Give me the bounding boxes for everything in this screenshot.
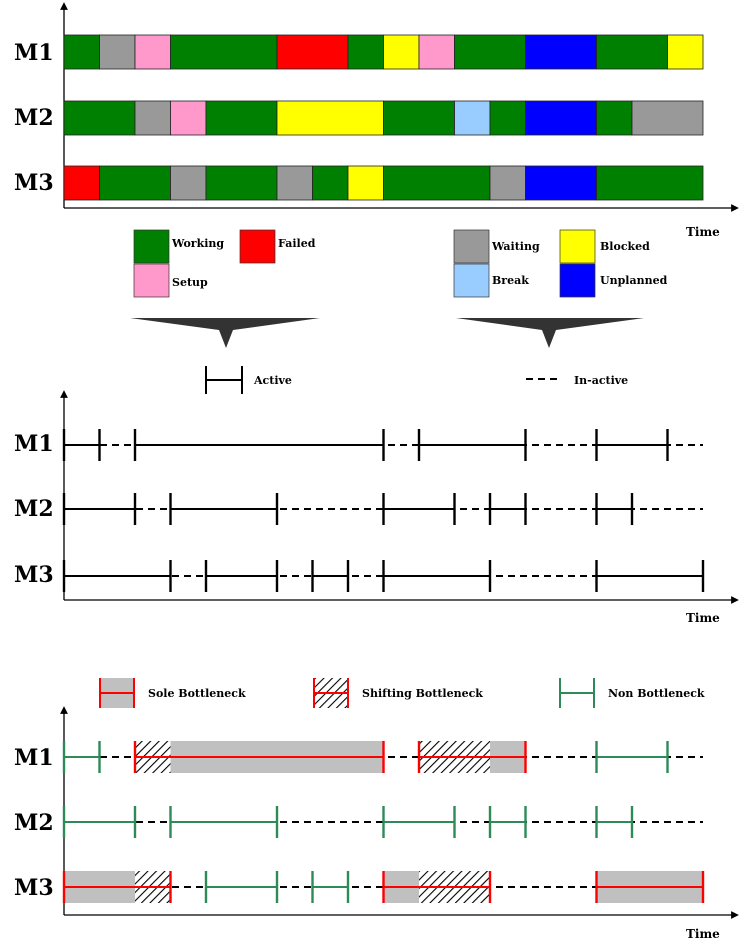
state-segment-m1-working: [347, 34, 384, 70]
state-segment-m2-working: [489, 100, 526, 136]
legend-swatch-waiting: [453, 229, 490, 264]
state-segment-m3-waiting: [276, 165, 313, 201]
bottleneck-machine-label-m2: M2: [14, 810, 54, 836]
activity-machine-label-m3: M3: [14, 562, 54, 588]
state-segment-m2-break: [454, 100, 491, 136]
state-segment-m3-failed: [63, 165, 100, 201]
state-segment-m3-working: [312, 165, 349, 201]
inactive-legend-label: In-active: [574, 374, 628, 387]
state-segment-m1-setup: [418, 34, 455, 70]
legend-label-failed: Failed: [278, 237, 316, 250]
state-segment-m2-waiting: [631, 100, 704, 136]
machine-label-m2: M2: [14, 105, 54, 131]
bottleneck-lines: [62, 741, 705, 903]
bottleneck-time-label: Time: [686, 927, 720, 941]
state-segment-m1-blocked: [383, 34, 420, 70]
state-segment-m1-working: [170, 34, 278, 70]
funnel-right: [456, 318, 644, 348]
state-segment-m2-waiting: [134, 100, 171, 136]
state-segment-m1-unplanned: [525, 34, 597, 70]
state-segment-m1-blocked: [667, 34, 704, 70]
legend-label-working: Working: [171, 237, 224, 250]
state-segment-m3-unplanned: [525, 165, 597, 201]
legend-swatch-setup: [133, 263, 170, 298]
state-segment-m3-working: [99, 165, 171, 201]
state-segment-m1-waiting: [99, 34, 136, 70]
state-segment-m3-working: [205, 165, 278, 201]
bottleneck-legend: Sole Bottleneck Shifting Bottleneck Non …: [99, 678, 705, 708]
state-bars: [63, 34, 704, 201]
state-segment-m2-working: [63, 100, 136, 136]
state-segment-m2-blocked: [276, 100, 384, 136]
bottleneck-machine-label-m3: M3: [14, 875, 54, 901]
non-legend-label: Non Bottleneck: [608, 687, 705, 700]
state-segment-m3-blocked: [347, 165, 384, 201]
activity-machine-label-m2: M2: [14, 496, 54, 522]
states-panel: M1 M2 M3 Time: [14, 2, 739, 239]
activity-machine-label-m1: M1: [14, 431, 54, 457]
state-segment-m1-failed: [276, 34, 349, 70]
state-segment-m3-working: [596, 165, 704, 201]
legend-swatch-working: [133, 229, 170, 264]
state-segment-m1-working: [63, 34, 100, 70]
machine-label-m1: M1: [14, 40, 54, 66]
state-segment-m2-setup: [170, 100, 207, 136]
state-segment-m3-waiting: [489, 165, 526, 201]
activity-time-label: Time: [686, 611, 720, 625]
legend-swatch-blocked: [559, 229, 596, 264]
state-legend: Working Failed Setup Waiting Break Block…: [133, 229, 668, 298]
state-segment-m2-working: [383, 100, 455, 136]
legend-label-break: Break: [492, 274, 529, 287]
legend-label-waiting: Waiting: [491, 240, 540, 253]
activity-legend: Active In-active: [205, 366, 628, 394]
state-segment-m2-unplanned: [525, 100, 597, 136]
legend-swatch-break: [453, 263, 490, 298]
state-segment-m1-working: [454, 34, 526, 70]
time-label: Time: [686, 225, 720, 239]
activity-panel: M1 M2 M3 Time: [14, 390, 739, 625]
machine-label-m3: M3: [14, 170, 54, 196]
legend-swatch-failed: [239, 229, 276, 264]
legend-label-blocked: Blocked: [600, 240, 650, 253]
state-segment-m1-setup: [134, 34, 171, 70]
bottleneck-machine-label-m1: M1: [14, 745, 54, 771]
funnel-left: [130, 318, 320, 348]
active-legend-label: Active: [253, 374, 292, 387]
shifting-legend-label: Shifting Bottleneck: [362, 687, 483, 700]
state-segment-m2-working: [596, 100, 633, 136]
bottleneck-panel: M1 M2 M3 Time: [14, 706, 739, 941]
state-segment-m1-working: [596, 34, 668, 70]
activity-lines: [62, 429, 705, 592]
state-segment-m2-working: [205, 100, 278, 136]
state-segment-m3-working: [383, 165, 491, 201]
legend-label-setup: Setup: [172, 276, 208, 289]
legend-swatch-unplanned: [559, 263, 596, 298]
legend-label-unplanned: Unplanned: [600, 274, 668, 287]
sole-legend-label: Sole Bottleneck: [148, 687, 246, 700]
state-segment-m3-waiting: [170, 165, 207, 201]
